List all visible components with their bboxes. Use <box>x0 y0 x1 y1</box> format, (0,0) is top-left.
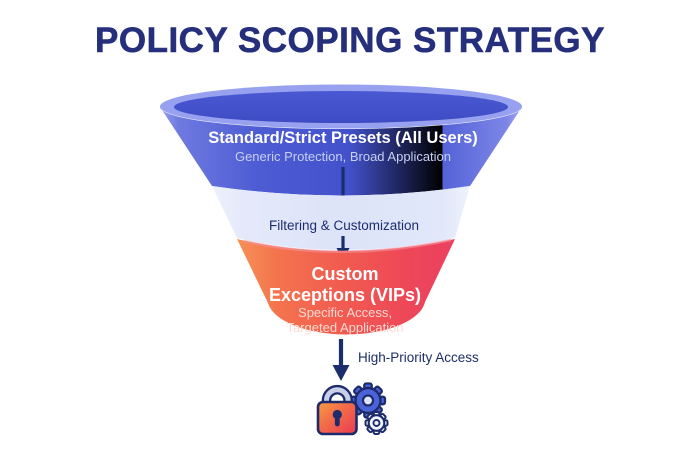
lock-shackle <box>321 384 353 405</box>
arrow-head <box>332 365 350 381</box>
outcome-label: High-Priority Access <box>358 350 479 365</box>
lock-keyhole <box>332 409 342 427</box>
stage-bottom-sub-line2: Targeted Application <box>286 320 403 335</box>
gear-small-icon <box>364 411 389 435</box>
stage-bottom-heading-line2: Exceptions (VIPs) <box>269 285 421 305</box>
funnel-bottom-rim-highlight <box>243 238 452 254</box>
gear-large-icon <box>349 382 387 419</box>
stage-bottom-heading-line1: Custom <box>312 264 379 284</box>
stage-middle-label: Filtering & Customization <box>269 218 419 233</box>
funnel-middle-band <box>212 186 470 250</box>
stage-top-heading: Standard/Strict Presets (All Users) <box>208 129 478 147</box>
funnel-stage-middle: Filtering & Customization <box>212 186 470 250</box>
stage-bottom-sub-line1: Specific Access, <box>298 305 392 320</box>
funnel-stage-top: Standard/Strict Presets (All Users) Gene… <box>160 84 522 196</box>
padlock-gears-icon <box>316 382 389 436</box>
funnel-stage-bottom: Custom Exceptions (VIPs) Specific Access… <box>237 238 455 335</box>
funnel-top-wall <box>160 107 522 196</box>
funnel-top-opening <box>174 91 508 123</box>
stage-top-subheading: Generic Protection, Broad Application <box>235 149 451 164</box>
arrow-funnel-output <box>332 339 350 381</box>
funnel-bottom-section <box>237 239 455 335</box>
page-title: POLICY SCOPING STRATEGY <box>95 21 605 60</box>
